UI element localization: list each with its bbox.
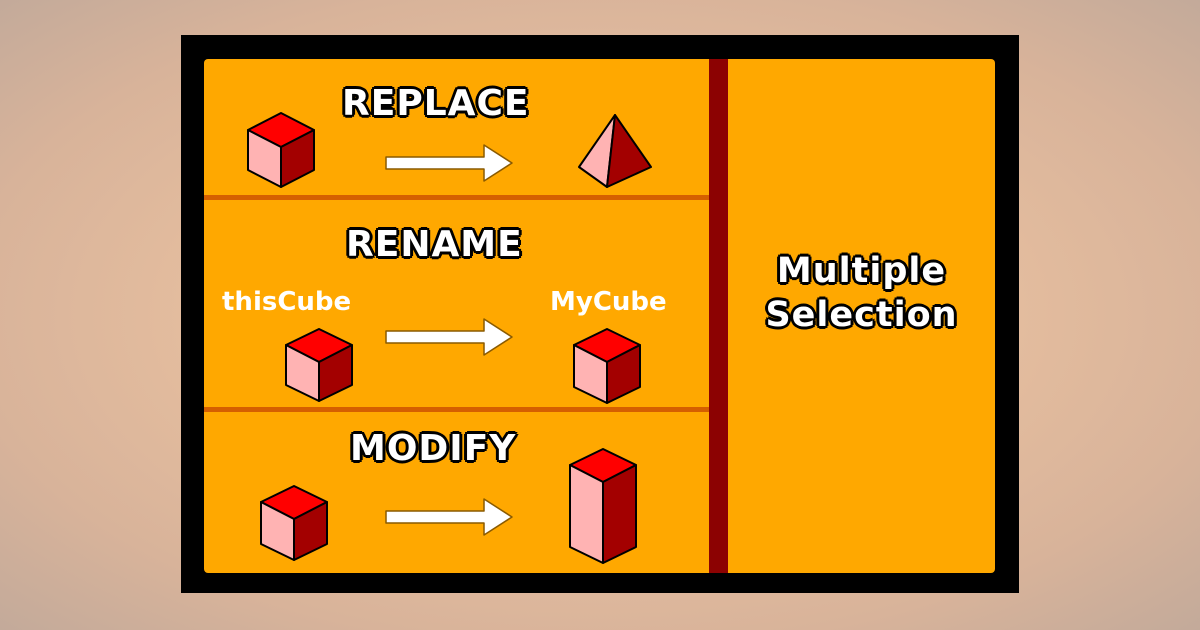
multiple-selection-line2: Selection: [765, 295, 958, 335]
replace-title: REPLACE: [342, 83, 530, 124]
diagram-panel: REPLACE RENAME thisCube MyCube MODIFY: [204, 59, 995, 573]
pyramid-icon: [578, 114, 652, 188]
multiple-selection-label: Multiple Selection: [728, 249, 995, 337]
cube-icon: [247, 112, 315, 188]
arrow-right-icon: [385, 318, 513, 356]
modify-title: MODIFY: [350, 428, 517, 469]
arrow-right-icon: [385, 144, 513, 182]
arrow-right-icon: [385, 498, 513, 536]
rename-title: RENAME: [346, 224, 523, 265]
column-divider: [709, 59, 728, 573]
cube-icon: [573, 328, 641, 404]
multiple-selection-line1: Multiple: [776, 251, 947, 291]
rename-from-label: thisCube: [222, 287, 352, 317]
tall-box-icon: [569, 448, 637, 564]
rename-to-label: MyCube: [550, 287, 667, 317]
cube-icon: [285, 328, 353, 402]
section-divider: [204, 407, 709, 412]
cube-icon: [260, 485, 328, 561]
section-divider: [204, 195, 709, 200]
